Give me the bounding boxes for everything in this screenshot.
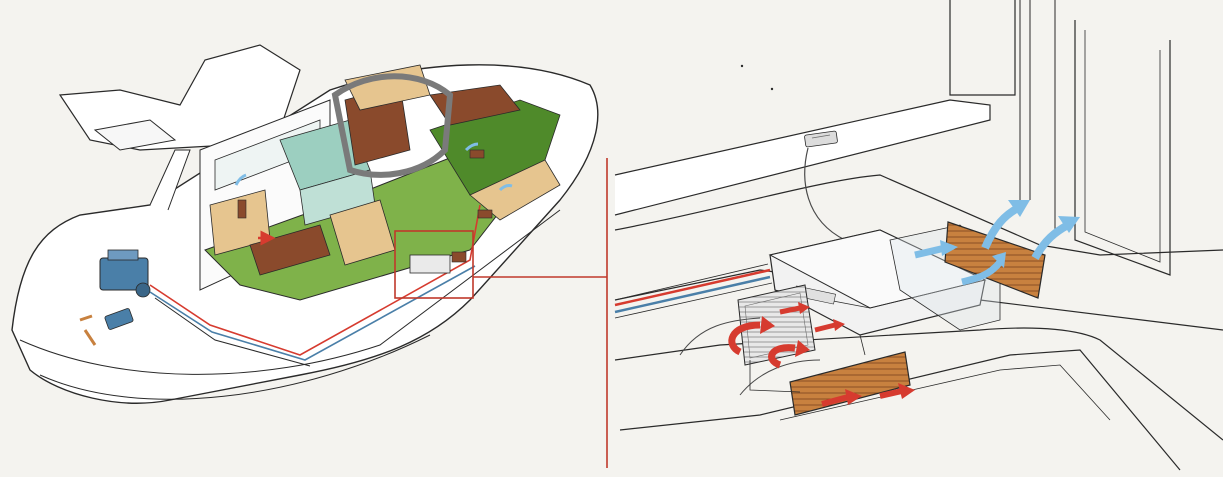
upper-deck-edge	[614, 99, 991, 216]
warm-air-outlet-arrow-icon	[914, 244, 946, 259]
outlet-air-arrows	[914, 200, 1080, 286]
duct-outline	[614, 263, 773, 319]
hull-chine	[19, 209, 561, 375]
grille-boat	[451, 251, 467, 263]
hot-air-arrow-icon	[779, 305, 801, 315]
warm-air-outlet-arrow-icon	[981, 204, 1020, 250]
outlet-vent-cabin	[469, 149, 485, 159]
hull-bottom-line	[39, 334, 431, 400]
support-rail	[749, 334, 866, 393]
heater-detail	[614, 0, 1223, 471]
fuel-line	[154, 297, 311, 367]
floor-edge	[619, 349, 1181, 471]
intake-grille	[789, 351, 911, 416]
engine	[99, 249, 151, 298]
window-inner	[1084, 30, 1161, 263]
boat-cutaway	[11, 44, 607, 404]
outlet-vent-saloon	[477, 209, 493, 219]
flybridge-seat	[93, 119, 177, 151]
cool-air-duct-detail	[614, 275, 771, 314]
heater-unit-boat	[104, 308, 134, 330]
windshield-frame	[331, 73, 454, 178]
arch-mast	[149, 149, 191, 211]
speck	[740, 64, 744, 68]
wiring	[679, 317, 821, 396]
intake-grille-frame	[737, 284, 816, 366]
warm-air-outlet-arrow-icon	[498, 184, 513, 192]
bench-top	[614, 174, 1223, 256]
window-frame	[1074, 20, 1171, 276]
callout-box	[394, 230, 474, 299]
warm-air-outlet-arrow-icon	[1031, 221, 1070, 260]
hot-air-arrow-icon	[814, 322, 836, 333]
control-cable	[804, 147, 846, 241]
control-panel	[804, 130, 838, 148]
hot-air-arrow-icon	[768, 344, 796, 369]
exhaust-pipe	[79, 314, 97, 346]
warm-air-outlet-arrow-icon	[464, 142, 479, 152]
hot-air-duct-detail	[614, 268, 771, 307]
warm-air-outlet-arrow-icon	[234, 173, 247, 186]
hot-air-arrow-icon	[728, 321, 761, 356]
speck	[770, 87, 774, 91]
cabin-wall-right	[949, 0, 1016, 96]
hot-air-arrow-icon	[821, 394, 849, 407]
hot-air-arrow-icon	[879, 388, 903, 399]
heater-box-boat	[409, 254, 451, 274]
step-edge	[614, 327, 1223, 441]
warm-air-outlet-arrow-icon	[961, 259, 1003, 286]
dinette-table	[249, 224, 331, 276]
door-post	[1019, 0, 1056, 235]
cool-air-duct	[149, 265, 476, 361]
heater-unit	[768, 229, 987, 336]
hot-air-arrows	[728, 302, 915, 407]
outlet-vent-galley	[237, 199, 247, 219]
